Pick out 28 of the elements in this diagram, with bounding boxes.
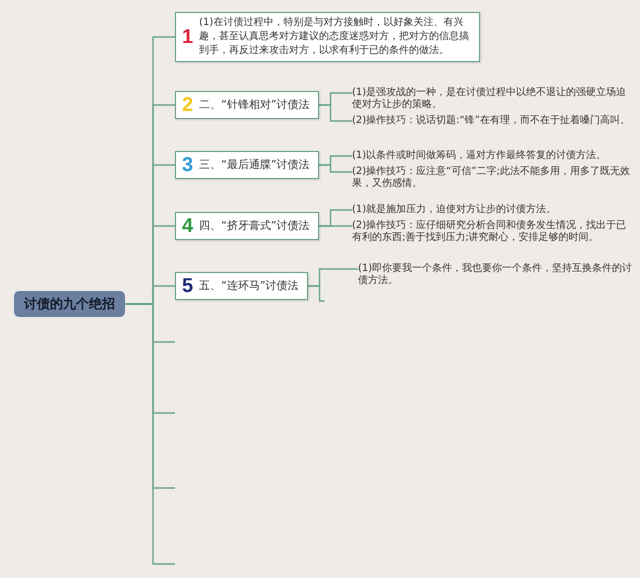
connector-line <box>318 104 352 122</box>
note-text: (1)是强攻战的一种，是在讨债过程中以绝不退让的强硬立场迫使对方让步的策略。 <box>352 87 634 111</box>
note-text: (1)以条件或时间做筹码，逼对方作最终答复的讨债方法。 <box>352 150 634 162</box>
topic-text: 五、“连环马”讨债法 <box>199 279 299 293</box>
note-text: (2)操作技巧：应注意“可信”二字;此法不能多用，用多了既无效果，又伤感情。 <box>352 166 634 190</box>
note-text: (2)操作技巧：应仔细研究分析合同和债务发生情况，找出于已有利的东西;善于找到压力;讲究耐心，安排足够的时间。 <box>352 220 634 244</box>
note-text: (1)即你要我一个条件，我也要你一个条件，坚持互换条件的讨债方法。 <box>358 263 636 287</box>
topic-text: 四、“挤牙膏式”讨债法 <box>199 219 310 233</box>
connector-line <box>308 285 325 302</box>
number-label: 2 <box>182 95 194 115</box>
note-text: (2)操作技巧：说话切题:“锋”在有理，而不在于扯着嗓门高叫。 <box>352 115 634 127</box>
topic-box <box>175 91 319 119</box>
number-label: 4 <box>182 216 194 236</box>
topic-text: 二、“针锋相对”讨债法 <box>199 98 310 112</box>
number-label: 1 <box>182 27 194 47</box>
topic-box <box>175 151 319 179</box>
topic-box <box>175 272 308 300</box>
number-label: 5 <box>182 276 194 296</box>
note-text: (1)就是施加压力，迫使对方让步的讨债方法。 <box>352 204 634 216</box>
root-topic: 讨债的九个绝招 <box>14 291 125 317</box>
connector-line <box>318 225 352 227</box>
connector-line <box>318 164 352 173</box>
topic-box <box>175 212 319 240</box>
topic-box <box>175 12 480 62</box>
number-label: 3 <box>182 155 194 175</box>
body-text: (1)在讨债过程中，特别是与对方接触时，以好象关注、有兴趣，甚至认真思考对方建议的态度迷惑对方，把对方的信息搞到手，再反过来攻击对方，以求有利于已的条件的做法。 <box>199 16 470 58</box>
topic-text: 三、“最后通牒”讨债法 <box>199 158 310 172</box>
connector-line <box>125 303 175 565</box>
